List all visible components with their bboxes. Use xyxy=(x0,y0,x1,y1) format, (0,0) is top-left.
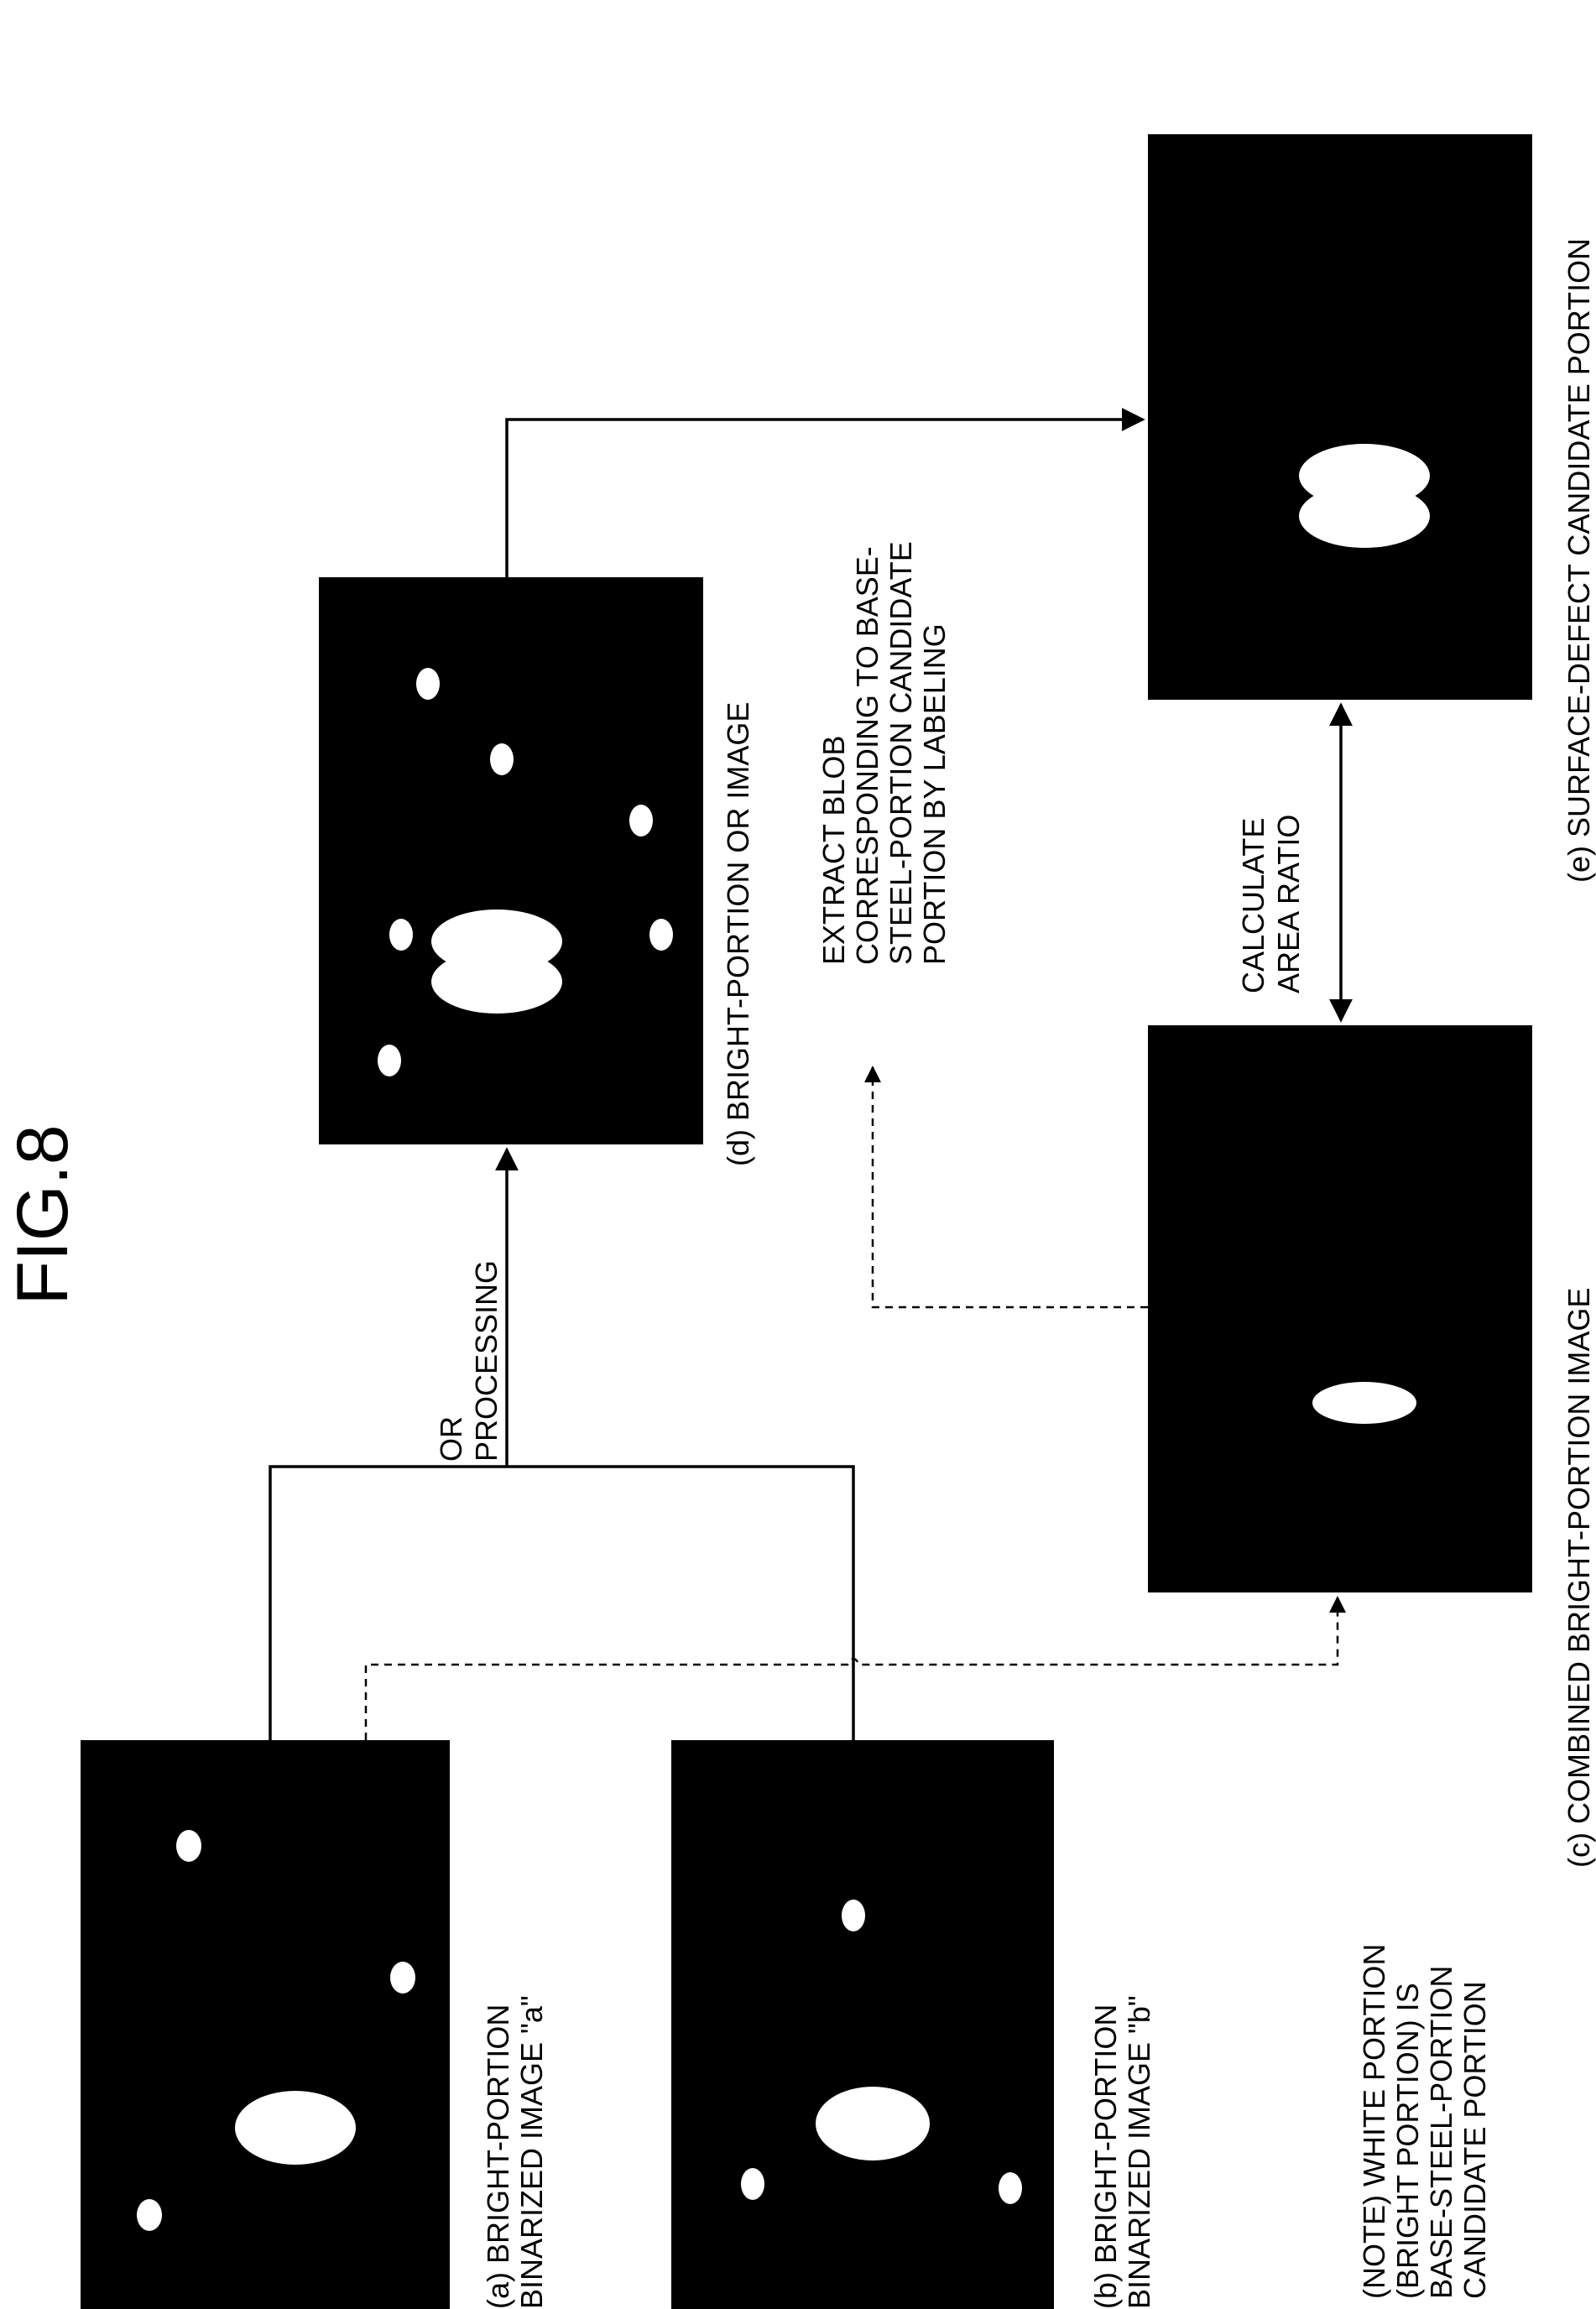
panel-c-note-line: CANDIDATE PORTION xyxy=(1458,1981,1492,2299)
panel-a-spot xyxy=(176,1830,201,1862)
panel-b-main-blob xyxy=(816,2087,930,2160)
panel-c-note-line: BASE-STEEL-PORTION xyxy=(1424,1966,1458,2299)
panel-c-note-line: (BRIGHT PORTION) IS xyxy=(1390,1983,1425,2299)
panel-a-spot xyxy=(390,1962,415,1994)
extract-blob-label-line: STEEL-PORTION CANDIDATE xyxy=(884,541,918,965)
panel-b xyxy=(671,1740,1054,2309)
panel-d-spot xyxy=(378,1045,401,1076)
extract-blob-label: EXTRACT BLOB CORRESPONDING TO BASE- STEE… xyxy=(816,533,952,965)
panel-e xyxy=(1148,134,1532,700)
panel-e-image xyxy=(1148,134,1532,700)
panel-a-label-line: BINARIZED IMAGE "a" xyxy=(514,1995,549,2309)
panel-b-spot xyxy=(842,1900,865,1931)
panel-d-label: (d) BRIGHT-PORTION OR IMAGE xyxy=(721,702,755,1166)
panel-a-label: (a) BRIGHT-PORTION BINARIZED IMAGE "a" xyxy=(481,1995,549,2309)
panel-a-spot xyxy=(176,1662,201,1694)
panel-d-main-blob xyxy=(431,950,562,1014)
panel-e-main-blob xyxy=(1299,484,1430,548)
panel-c xyxy=(1148,1025,1532,1592)
panel-a-spot xyxy=(137,2199,162,2231)
panel-d-spot xyxy=(649,919,673,951)
panel-d-spot xyxy=(629,805,653,837)
panel-b-spot xyxy=(999,2172,1022,2204)
area-ratio-label-line: AREA RATIO xyxy=(1271,815,1306,993)
area-ratio-label: CALCULATE AREA RATIO xyxy=(1236,810,1306,993)
panel-a-main-blob xyxy=(235,2091,356,2165)
extract-blob-label-line: CORRESPONDING TO BASE- xyxy=(850,546,884,965)
panel-d-spot xyxy=(416,668,440,700)
panel-c-note-line: (NOTE) WHITE PORTION xyxy=(1357,1944,1391,2299)
panel-a-label-line: (a) BRIGHT-PORTION xyxy=(481,2004,515,2309)
panel-b-image xyxy=(671,1740,1054,2309)
area-ratio-label-line: CALCULATE xyxy=(1236,818,1270,993)
or-bracket-line xyxy=(270,1467,853,1740)
panel-a-image xyxy=(81,1740,450,2309)
panel-b-label-line: (b) BRIGHT-PORTION xyxy=(1088,2004,1123,2309)
extract-blob-arrow xyxy=(507,420,1143,577)
panel-b-label-line: BINARIZED IMAGE "b" xyxy=(1122,1995,1156,2309)
or-processing-label-line: OR xyxy=(434,1416,468,1462)
panel-d xyxy=(319,577,703,1144)
extract-blob-label-line: PORTION BY LABELING xyxy=(917,623,952,965)
panel-e-label: (e) SURFACE-DEFECT CANDIDATE PORTION xyxy=(1562,238,1596,883)
panel-a xyxy=(81,1662,450,2309)
panel-d-image xyxy=(319,577,703,1144)
panel-c-label: (c) COMBINED BRIGHT-PORTION IMAGE xyxy=(1562,1288,1596,1868)
panel-c-image xyxy=(1148,1025,1532,1592)
panel-c-main-blob xyxy=(1312,1382,1416,1424)
panel-c-note: (NOTE) WHITE PORTION (BRIGHT PORTION) IS… xyxy=(1357,1936,1492,2299)
panel-d-spot xyxy=(490,743,514,775)
dashed-c-to-extract xyxy=(873,1067,1148,1307)
panel-b-spot xyxy=(741,2168,764,2200)
panel-d-spot xyxy=(389,919,413,951)
panel-b-label: (b) BRIGHT-PORTION BINARIZED IMAGE "b" xyxy=(1088,1995,1156,2309)
dashed-a-to-c xyxy=(366,1598,1338,1740)
or-processing-label: OR PROCESSING xyxy=(434,1260,503,1462)
figure-title: FIG.8 xyxy=(3,1124,83,1305)
extract-blob-label-line: EXTRACT BLOB xyxy=(816,736,851,965)
or-processing-label-line: PROCESSING xyxy=(469,1260,503,1462)
